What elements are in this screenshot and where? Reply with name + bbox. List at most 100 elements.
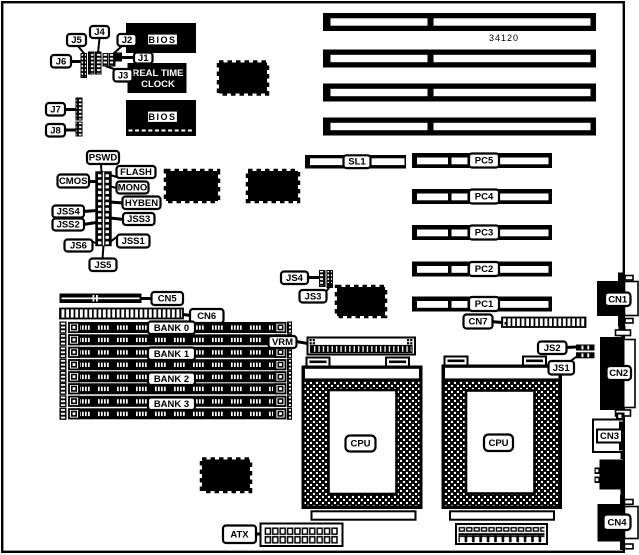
jumper-block-j5	[80, 51, 122, 78]
bank2-label: BANK 2	[154, 374, 189, 385]
callout-flash: FLASH	[115, 164, 157, 180]
bank-2-label: BANK 2	[146, 371, 197, 387]
slot-sl1: SL1	[305, 154, 406, 170]
chip-top	[216, 60, 270, 96]
connector-cn5: CN5	[59, 290, 185, 307]
pc4-label: PC4	[475, 192, 494, 203]
j1-label: J1	[138, 53, 149, 64]
cn1-label: CN1	[608, 294, 628, 305]
slot-pc1: PC1	[412, 295, 552, 313]
js4-label: JS4	[286, 273, 304, 284]
callout-j3: J3	[112, 67, 134, 83]
callout-js5: JS5	[88, 257, 118, 273]
js3-label: JS3	[305, 291, 322, 302]
callout-j7: J7	[44, 101, 67, 117]
jss1-label: JSS1	[122, 236, 146, 247]
callout-j8: J8	[44, 122, 67, 138]
cn6-label: CN6	[197, 311, 216, 322]
connector-cn1: CN1	[597, 272, 639, 327]
callout-j5: J5	[65, 32, 88, 48]
callout-jss2: JSS2	[51, 217, 86, 232]
sl1-label: SL1	[348, 157, 366, 168]
callout-js3: JS3	[298, 288, 328, 304]
connector-vrm	[295, 336, 416, 356]
jumper-block-middle	[95, 171, 112, 247]
bank0-label: BANK 0	[154, 323, 189, 334]
pc5-label: PC5	[475, 156, 494, 167]
callout-j4: J4	[88, 24, 111, 40]
callout-js1: JS1	[547, 359, 576, 376]
rtc-label-line2: CLOCK	[141, 79, 175, 90]
callout-js6: JS6	[63, 238, 94, 253]
callout-j2: J2	[116, 32, 138, 48]
callout-mono: MONO	[115, 180, 150, 195]
bank-1-label: BANK 1	[146, 346, 197, 362]
j7-label: J7	[50, 104, 61, 115]
js6-label: JS6	[70, 241, 87, 252]
isa-slot-1	[323, 13, 596, 31]
callout-vrm: VRM	[267, 334, 298, 350]
chip-middle-right	[245, 168, 301, 204]
j2-label: J2	[122, 35, 133, 46]
callout-j1: J1	[132, 51, 154, 65]
callout-js4: JS4	[279, 270, 310, 286]
j3-label: J3	[118, 70, 129, 81]
cpu-socket-2: CPU	[441, 355, 562, 521]
pc2-label: PC2	[475, 264, 493, 275]
slot-pc5: PC5	[412, 152, 552, 169]
cmos-label: CMOS	[59, 176, 88, 187]
pc3-label: PC3	[475, 228, 493, 239]
callout-j6: J6	[49, 53, 73, 69]
js1-label: JS1	[553, 363, 571, 374]
slot-pc3: PC3	[412, 224, 552, 241]
part-number: 34120	[489, 33, 519, 43]
j8-label: J8	[50, 125, 61, 136]
bios-chip-top: BIOS	[126, 23, 196, 53]
isa-slot-4	[323, 117, 596, 136]
mono-label: MONO	[118, 183, 148, 194]
callout-jss4: JSS4	[51, 204, 86, 219]
js2-label: JS2	[544, 343, 561, 354]
bios-top-label: BIOS	[148, 35, 176, 45]
cn5-label: CN5	[158, 294, 178, 305]
j4-label: J4	[94, 27, 105, 38]
j5-label: J5	[71, 35, 82, 46]
slot-pc2: PC2	[412, 260, 552, 278]
chip-bottom-left	[199, 457, 253, 494]
isa-slot-2	[323, 49, 596, 68]
jss3-label: JSS3	[127, 214, 150, 225]
j6-label: J6	[56, 56, 67, 67]
vrm-label: VRM	[272, 337, 293, 348]
callout-jss3: JSS3	[121, 211, 156, 227]
bank-3-label: BANK 3	[146, 396, 197, 412]
callout-js2: JS2	[536, 340, 568, 356]
bank3-label: BANK 3	[154, 399, 189, 410]
callout-jss1: JSS1	[115, 233, 151, 249]
jss4-label: JSS4	[57, 207, 81, 218]
connector-cn6: CN6	[59, 307, 225, 325]
cpu-1-label: CPU	[350, 439, 370, 450]
simm-slot-2	[59, 333, 293, 347]
pc1-label: PC1	[475, 299, 494, 310]
connector-cn2: CN2	[600, 325, 636, 417]
bios-chip-bottom: BIOS	[126, 100, 196, 136]
callout-cmos: CMOS	[56, 173, 91, 189]
hyben-label: HYBEN	[125, 198, 158, 209]
chip-center	[334, 284, 388, 319]
connector-cn3: CN3	[592, 412, 625, 459]
cn3-label: CN3	[600, 431, 619, 442]
rtc-label-line1: REAL TIME	[132, 68, 183, 79]
jumper-block-j7-j8	[75, 97, 83, 137]
pswd-label: PSWD	[89, 153, 118, 164]
isa-slot-3	[323, 83, 596, 102]
cpu-2-label: CPU	[488, 438, 508, 449]
connector-cn7: CN7	[462, 313, 587, 330]
callout-pswd: PSWD	[85, 149, 121, 166]
jss2-label: JSS2	[57, 220, 80, 231]
connector-cn4: CN4	[597, 495, 639, 550]
slot-pc4: PC4	[412, 188, 552, 205]
cn2-label: CN2	[609, 368, 628, 379]
cn4-label: CN4	[607, 517, 627, 528]
bank1-label: BANK 1	[154, 349, 190, 360]
